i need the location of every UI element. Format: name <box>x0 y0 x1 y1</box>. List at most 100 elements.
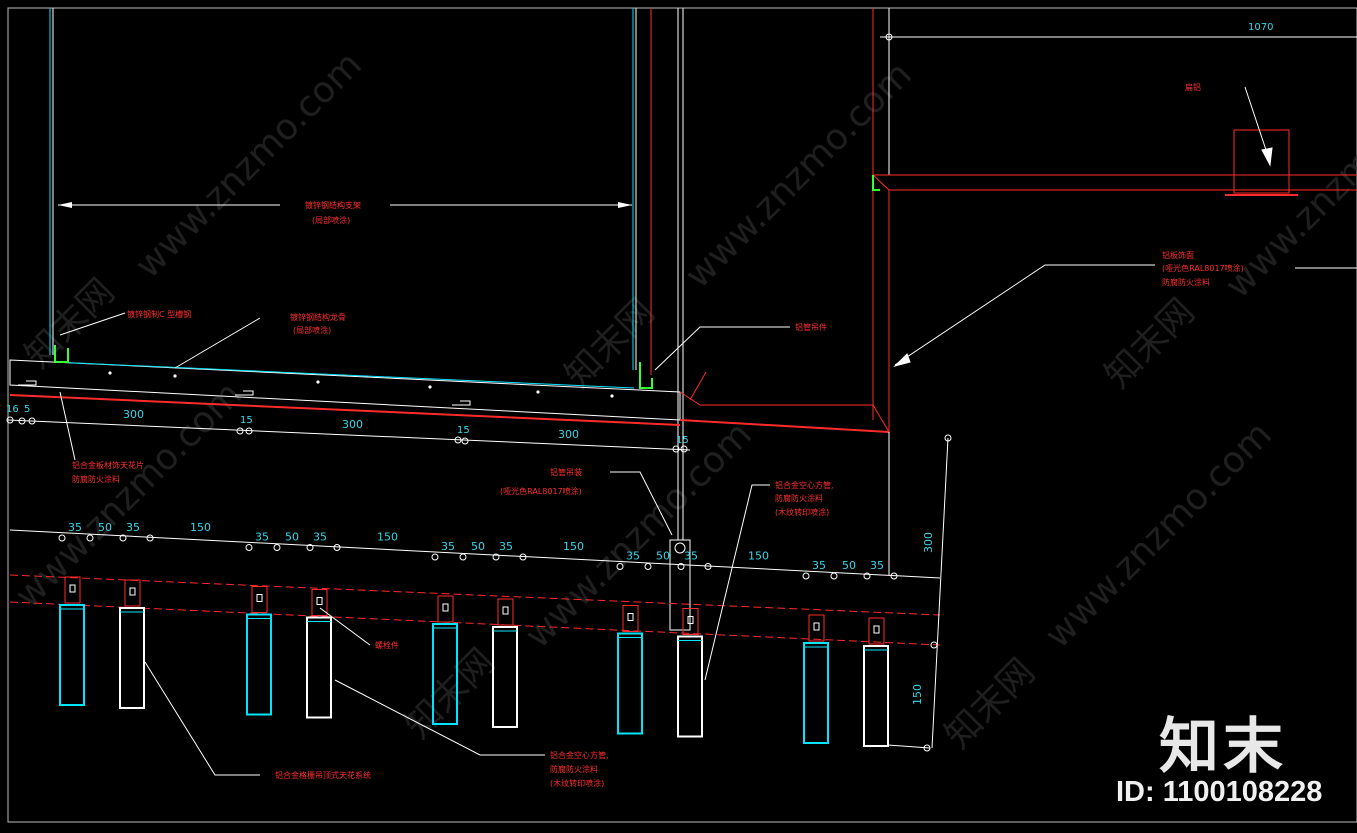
dim-300-c: 300 <box>558 428 579 441</box>
dim-label: 50 <box>285 531 299 544</box>
label-bottom-mid-2: 防腐防火涂料 <box>550 764 598 774</box>
tube-bracket <box>251 586 268 613</box>
dim-label: 50 <box>656 550 670 563</box>
image-id: ID: 1100108228 <box>1116 776 1323 808</box>
dim-node <box>519 553 527 561</box>
dim-label: 35 <box>812 559 826 572</box>
dim-node <box>245 544 253 551</box>
tube-bracket <box>124 579 141 607</box>
dim-node <box>431 553 439 561</box>
dim-node <box>119 534 127 542</box>
profile-tube <box>617 632 643 735</box>
label-keel-2: (局部喷涂) <box>293 325 331 335</box>
dim-label: 50 <box>471 540 485 553</box>
label-c-channel: 镀锌钢制C 型槽钢 <box>127 309 191 319</box>
label-bottom-mid-3: (木纹转印喷涂) <box>550 778 604 788</box>
dim-150-v: 150 <box>911 684 924 705</box>
label-mid-1: 铝管吊装 <box>550 467 582 477</box>
profile-tube <box>119 607 145 709</box>
tube-bracket <box>868 617 885 645</box>
dim-node <box>677 563 685 570</box>
watermark-text: www.znzmo.com <box>517 414 759 656</box>
dim-node <box>333 544 341 551</box>
leaders <box>59 86 1357 776</box>
label-tube-3: (木纹转印喷涂) <box>775 507 829 517</box>
label-keel-1: 镀锌钢结构龙骨 <box>290 312 346 322</box>
watermark-cn: 知末网 <box>17 271 122 376</box>
hanger-rod <box>669 450 691 631</box>
dim-label: 35 <box>126 521 140 534</box>
dim-16: 16 <box>6 404 19 415</box>
label-flat-bar: 扁铝 <box>1185 82 1201 92</box>
dim-15-b: 15 <box>457 425 470 436</box>
label-right-2: (哑光色RAL8017喷涂) <box>1162 263 1244 273</box>
tube-bracket <box>808 614 825 642</box>
labels: 扁铝 铝板饰面 (哑光色RAL8017喷涂) 防腐防火涂料 镀锌钢结构支架 (局… <box>72 82 1244 788</box>
dim-label: 35 <box>870 559 884 572</box>
dim-1070: 1070 <box>1248 22 1273 33</box>
dim-15-a: 15 <box>240 415 253 426</box>
dim-node <box>863 572 871 580</box>
label-right-1: 铝板饰面 <box>1162 250 1194 260</box>
dim-300-b: 300 <box>342 418 363 431</box>
dim-15-c: 15 <box>676 435 689 446</box>
brand-logo: 知末 <box>1159 712 1287 782</box>
label-tube-1: 铝合金空心方管, <box>775 480 834 490</box>
dim-node <box>306 544 314 551</box>
watermark-layer: www.znzmo.com www.znzmo.com www.znzmo.co… <box>7 44 1357 756</box>
support-span <box>58 202 632 208</box>
profile-tube <box>432 623 458 725</box>
dim-label: 35 <box>499 540 513 553</box>
dim-node <box>58 534 66 542</box>
dim-node <box>890 572 898 580</box>
dim-300-v: 300 <box>922 532 935 553</box>
dim-node <box>492 553 500 561</box>
dim-node <box>644 563 652 570</box>
dim-node <box>146 534 154 542</box>
dim-node <box>830 572 838 580</box>
watermark-cn: 知末网 <box>397 641 502 746</box>
dim-node <box>273 544 281 551</box>
dim-label: 50 <box>842 559 856 572</box>
dim-node <box>704 563 712 570</box>
dim-300-a: 300 <box>123 408 144 421</box>
tube-bracket <box>311 589 328 616</box>
dim-label: 35 <box>255 531 269 544</box>
label-right-3: 防腐防火涂料 <box>1162 277 1210 287</box>
profile-tube <box>863 645 889 747</box>
dim-5: 5 <box>24 404 30 415</box>
dim-label: 35 <box>441 540 455 553</box>
label-panel-2: 防腐防火涂料 <box>72 474 120 484</box>
ceiling-panel <box>9 345 890 433</box>
tube-bracket <box>622 605 639 632</box>
dim-label: 35 <box>626 550 640 563</box>
dim-label: 150 <box>563 540 584 553</box>
profile-tube <box>246 613 272 716</box>
panel-dimensions: 16 5 300 300 300 15 15 15 <box>6 404 691 453</box>
dim-label: 35 <box>684 550 698 563</box>
label-bottom: 铝合金格栅吊顶式天花系统 <box>275 770 371 780</box>
label-hanger: 铝管吊件 <box>795 322 827 332</box>
dim-node <box>459 553 467 561</box>
tube-bracket <box>437 595 454 623</box>
dim-node <box>86 534 94 542</box>
watermark-text: www.znzmo.com <box>1037 414 1279 656</box>
watermark-cn: 知末网 <box>937 651 1042 756</box>
top-structure: 1070 <box>49 8 1357 530</box>
dim-label: 50 <box>98 521 112 534</box>
profile-tube <box>492 626 518 728</box>
watermark-cn: 知末网 <box>557 291 662 396</box>
label-mid-2: (哑光色RAL8017喷涂) <box>500 486 582 496</box>
tube-bracket <box>497 598 514 626</box>
tube-bracket <box>64 576 81 604</box>
label-connector: 螺栓件 <box>375 640 399 650</box>
watermark-text: www.znzmo.com <box>127 44 369 286</box>
dim-node <box>616 563 624 570</box>
label-steel-2: (局部喷涂) <box>312 215 350 225</box>
profile-tube <box>803 642 829 744</box>
dim-node <box>802 572 810 580</box>
watermark-cn: 知末网 <box>1097 291 1202 396</box>
profile-tube <box>59 604 85 706</box>
